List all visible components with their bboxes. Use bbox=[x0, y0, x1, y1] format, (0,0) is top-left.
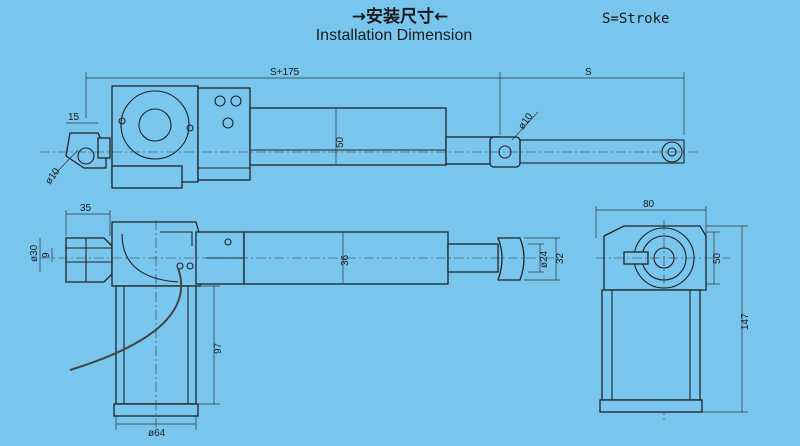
dim-rod-end-width: 32 bbox=[555, 252, 566, 264]
title-chinese: →安装尺寸← bbox=[351, 7, 449, 27]
dim-end-height: 50 bbox=[712, 252, 723, 264]
dim-clevis-width: 35 bbox=[80, 203, 92, 214]
dim-end-width: 80 bbox=[643, 199, 655, 210]
dim-total-length: S+175 bbox=[270, 67, 300, 78]
dim-clevis-outer: ø30 bbox=[29, 244, 40, 262]
dim-body-height: 50 bbox=[335, 136, 346, 148]
side-view: 35 ø30 9 bbox=[29, 203, 566, 439]
dim-stroke: S bbox=[585, 67, 592, 78]
title-english: Installation Dimension bbox=[315, 27, 473, 44]
dim-mount-offset: 15 bbox=[68, 112, 80, 123]
dim-motor-length: 97 bbox=[213, 342, 224, 354]
top-view: S+175 S 15 ø10 bbox=[40, 67, 700, 189]
dim-tube-dia: 36 bbox=[340, 254, 351, 266]
dim-motor-dia: ø64 bbox=[148, 428, 166, 439]
dim-rod-hole: ø10 bbox=[516, 111, 535, 132]
end-view: 80 50 147 bbox=[595, 199, 751, 420]
stroke-legend: S=Stroke bbox=[602, 11, 670, 27]
dim-clevis-slot: 9 bbox=[41, 252, 52, 258]
dim-end-total: 147 bbox=[740, 313, 751, 330]
dim-rod-dia: ø24 bbox=[539, 250, 550, 268]
